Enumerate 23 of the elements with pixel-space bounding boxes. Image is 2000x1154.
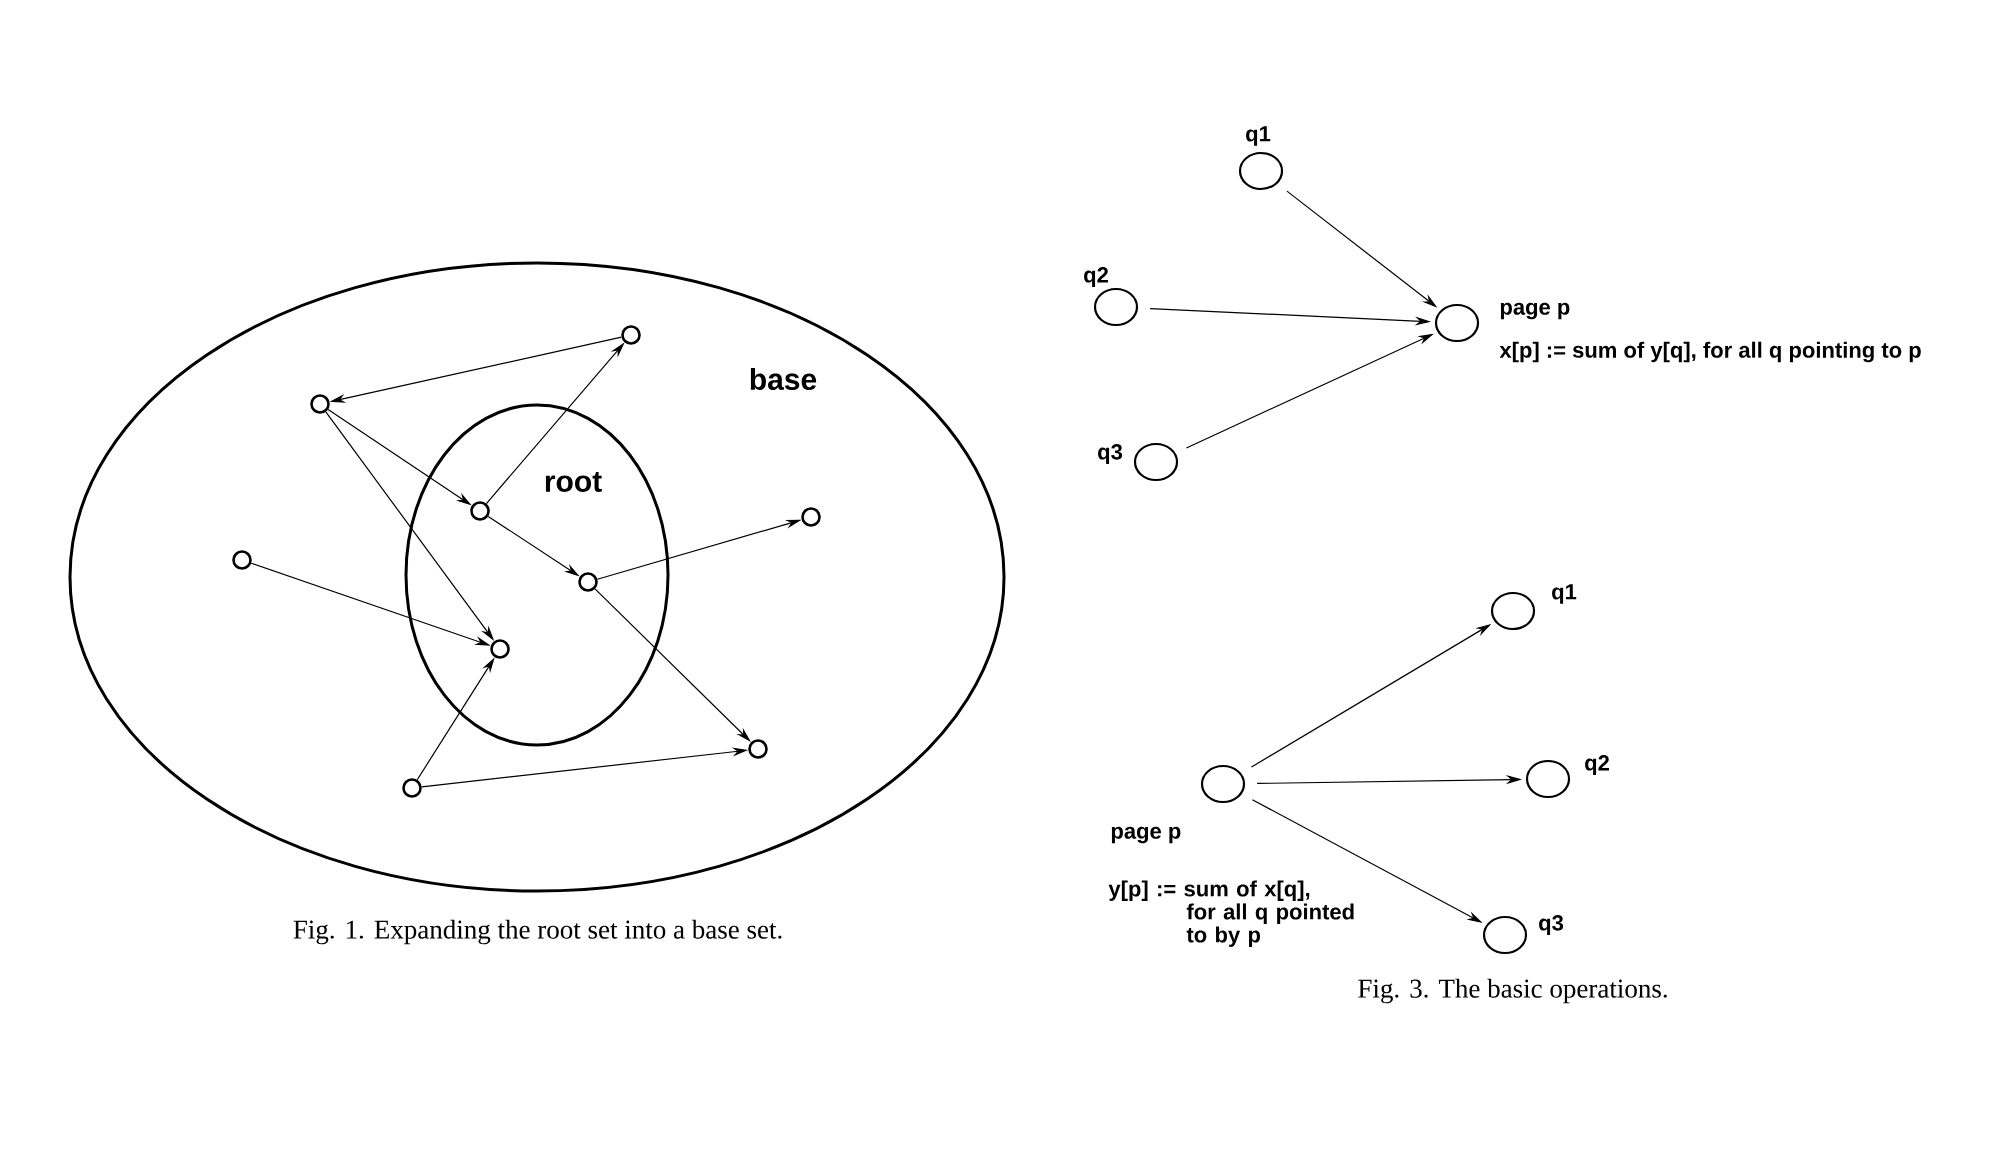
formula-text: y[p] := sum of x[q], for all q pointed to by p bbox=[1108, 880, 1354, 947]
node-circle bbox=[232, 550, 252, 570]
figure-caption: Fig. 3. The basic operations. bbox=[1358, 978, 1667, 1004]
node-circle bbox=[748, 739, 768, 759]
node-label: q3 bbox=[1539, 915, 1564, 935]
node-circle bbox=[470, 501, 490, 521]
node-circle bbox=[621, 325, 641, 345]
formula-text: x[p] := sum of y[q], for all q pointing to p bbox=[1499, 341, 1921, 363]
figure-caption: Fig. 1. Expanding the root set into a base set. bbox=[293, 919, 782, 945]
set-label: base bbox=[750, 368, 817, 390]
set-label: root bbox=[545, 472, 602, 492]
node-label: page p bbox=[1111, 826, 1181, 844]
node-label: q2 bbox=[1585, 755, 1609, 775]
node-label: q1 bbox=[1246, 126, 1271, 146]
node-circle bbox=[402, 778, 422, 798]
node-label: q2 bbox=[1084, 267, 1108, 287]
node-circle bbox=[310, 394, 330, 414]
node-circle bbox=[801, 507, 821, 527]
node-label: q3 bbox=[1098, 444, 1123, 464]
node-label: q1 bbox=[1552, 584, 1577, 604]
node-circle bbox=[578, 572, 598, 592]
node-circle bbox=[490, 639, 510, 659]
node-label: page p bbox=[1500, 302, 1570, 320]
